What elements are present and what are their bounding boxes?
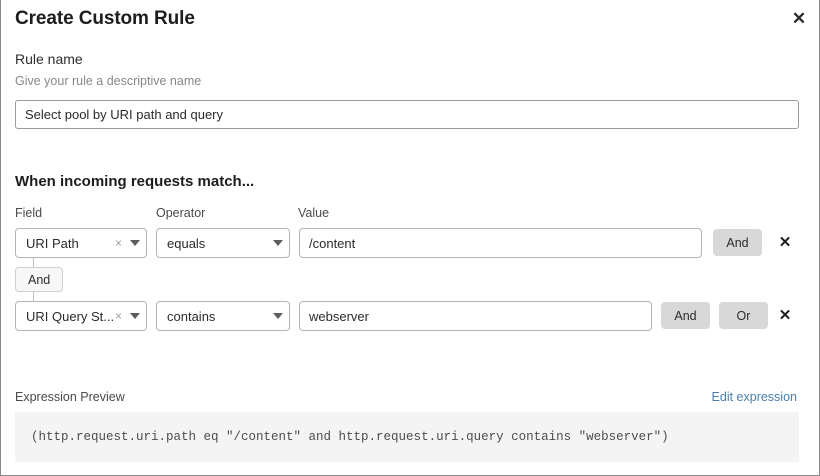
rule-name-hint: Give your rule a descriptive name [15, 74, 202, 88]
group-connector-line-top [33, 258, 34, 268]
condition-row: URI Query St... × contains And Or ✕ [1, 301, 819, 331]
value-input[interactable] [299, 228, 702, 258]
delete-condition-icon[interactable]: ✕ [775, 303, 795, 327]
expression-preview-code: (http.request.uri.path eq "/content" and… [31, 430, 669, 444]
chevron-down-icon[interactable] [267, 240, 289, 246]
group-connector-line-bottom [33, 291, 34, 301]
expression-preview-box: (http.request.uri.path eq "/content" and… [15, 412, 799, 462]
column-label-operator: Operator [156, 206, 206, 220]
expression-preview-label: Expression Preview [15, 390, 125, 404]
operator-select[interactable]: contains [156, 301, 290, 331]
value-input[interactable] [299, 301, 652, 331]
or-button[interactable]: Or [719, 302, 768, 329]
close-icon[interactable]: ✕ [786, 5, 812, 31]
field-clear-icon[interactable]: × [114, 236, 122, 250]
field-select-value: URI Query St... [26, 308, 113, 324]
and-button[interactable]: And [661, 302, 710, 329]
condition-row: URI Path × equals And ✕ [1, 228, 819, 258]
operator-select-value: contains [167, 308, 216, 324]
operator-select[interactable]: equals [156, 228, 290, 258]
chevron-down-icon[interactable] [124, 313, 146, 319]
edit-expression-link[interactable]: Edit expression [711, 390, 797, 404]
field-clear-icon[interactable]: × [114, 309, 122, 323]
rule-name-label: Rule name [15, 51, 83, 67]
dialog-title: Create Custom Rule [15, 8, 195, 29]
rule-name-input[interactable] [15, 100, 799, 129]
operator-select-value: equals [167, 235, 206, 251]
chevron-down-icon[interactable] [124, 240, 146, 246]
group-operator-badge[interactable]: And [15, 267, 64, 292]
column-label-field: Field [15, 206, 43, 220]
column-label-value: Value [298, 206, 330, 220]
field-select-value: URI Path [26, 235, 79, 251]
delete-condition-icon[interactable]: ✕ [775, 230, 795, 254]
field-select[interactable]: URI Path × [15, 228, 147, 258]
and-button[interactable]: And [713, 229, 762, 256]
chevron-down-icon[interactable] [267, 313, 289, 319]
match-section-heading: When incoming requests match... [15, 173, 255, 190]
field-select[interactable]: URI Query St... × [15, 301, 147, 331]
